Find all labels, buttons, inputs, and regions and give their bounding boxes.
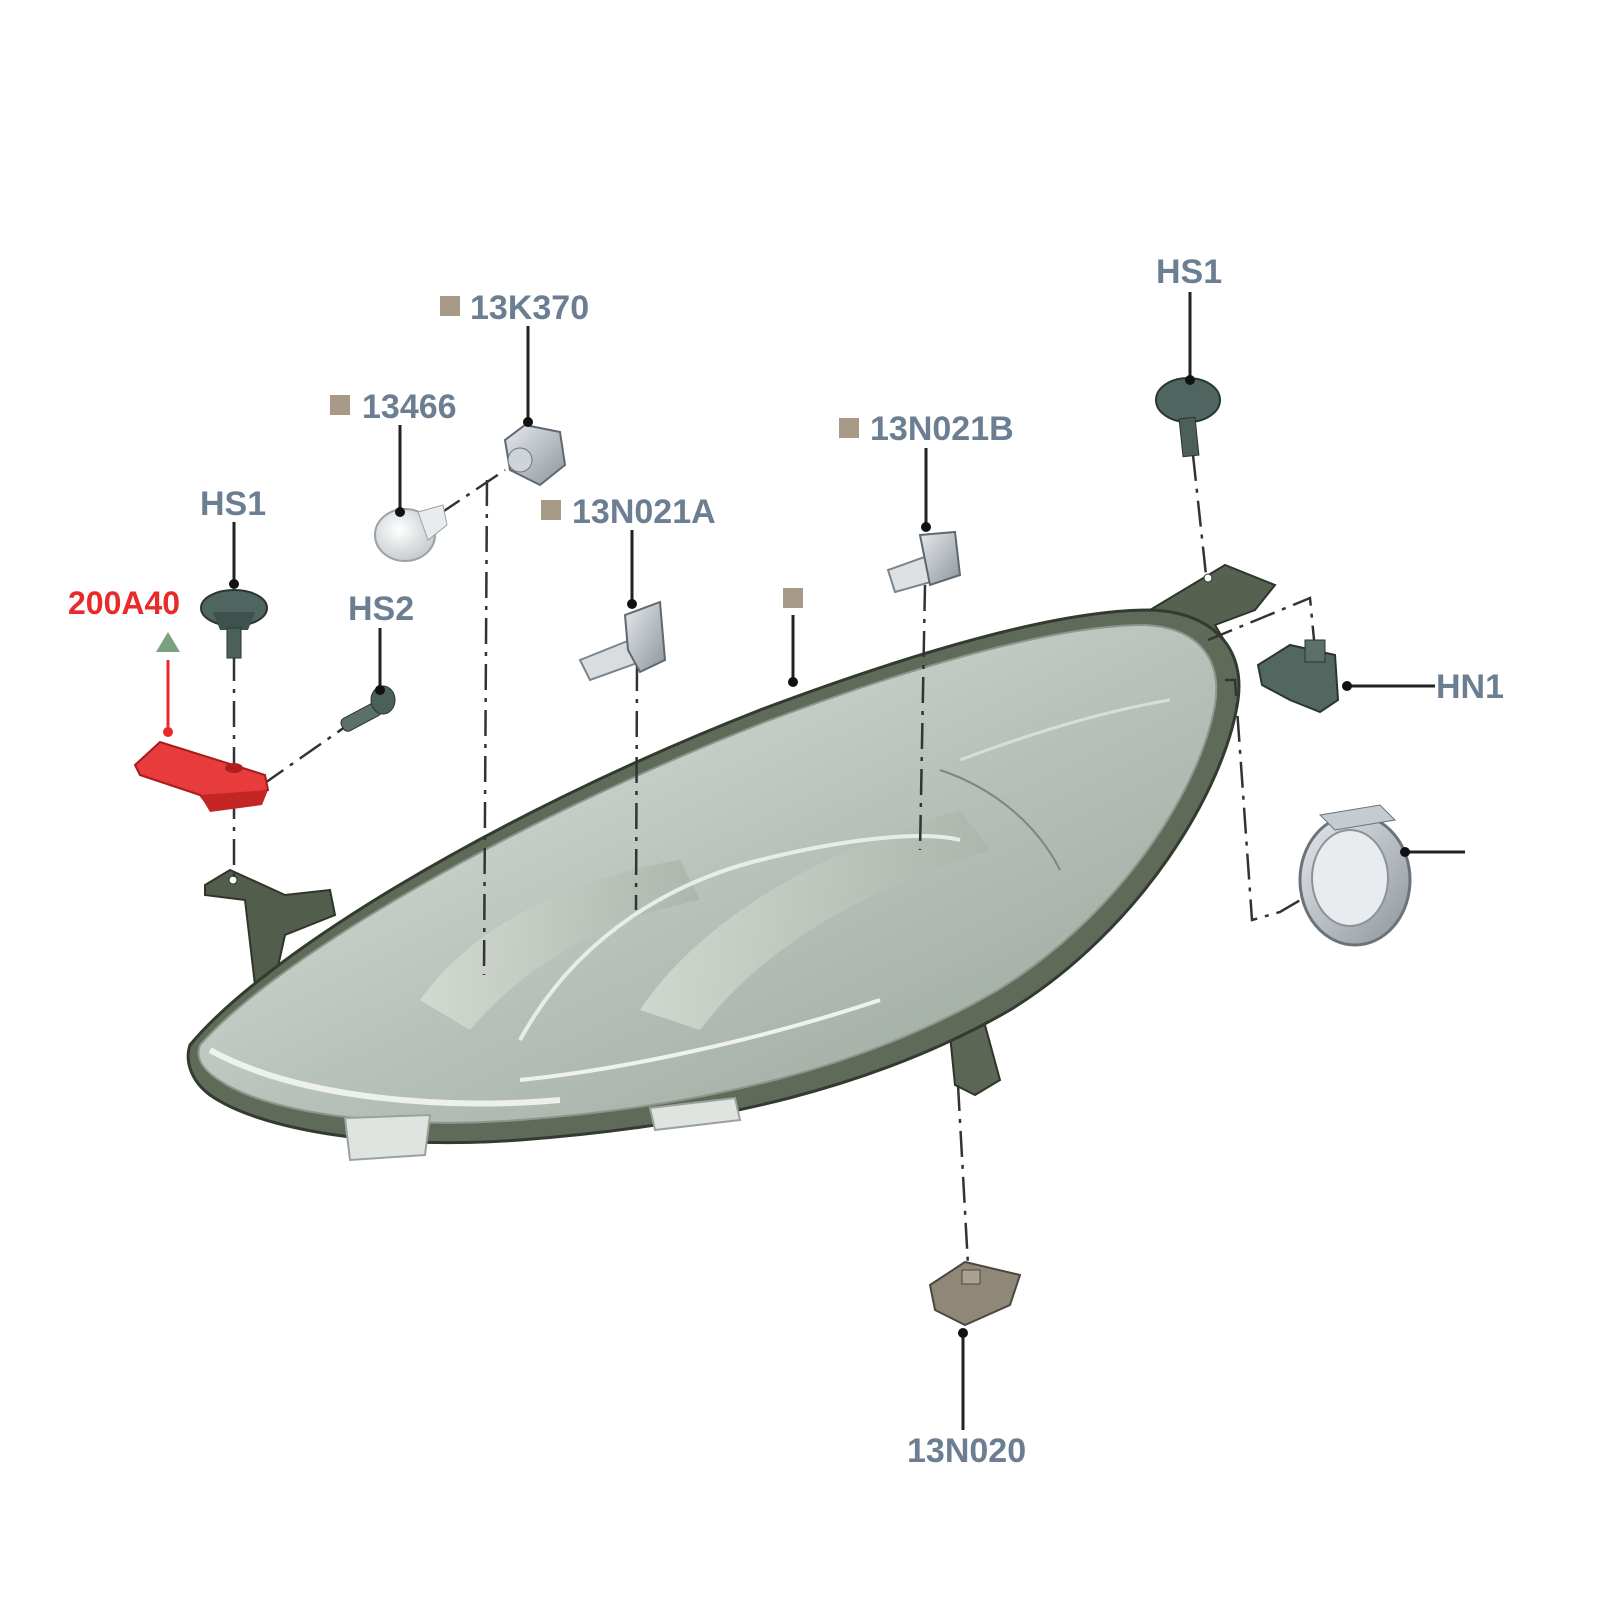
label-hn1: HN1 <box>1436 668 1504 706</box>
hs1-right-screw <box>1155 377 1221 458</box>
square-marker-icon <box>440 296 460 316</box>
label-hs2: HS2 <box>348 590 414 628</box>
leader-lines <box>163 292 1465 1430</box>
label-hs1-left: HS1 <box>200 485 266 523</box>
bracket-200a40 <box>133 740 270 812</box>
callout-labels: HS1 200A40 HS2 13466 13K370 13N021A 13N0… <box>68 253 1504 1470</box>
label-13n020: 13N020 <box>907 1432 1026 1470</box>
bulb-13466 <box>374 504 448 562</box>
label-13k370: 13K370 <box>470 289 589 327</box>
square-marker-icon <box>783 588 803 608</box>
reference-markers <box>156 296 859 652</box>
hs2-bolt <box>340 685 396 732</box>
bulb-13n021b <box>886 530 962 594</box>
square-marker-icon <box>541 500 561 520</box>
assembly-lines <box>232 454 1361 1266</box>
bulb-cover-cap <box>1298 804 1412 947</box>
headlamp-housing <box>186 563 1277 1162</box>
label-200a40: 200A40 <box>68 585 180 621</box>
bulb-13n021a <box>578 600 667 682</box>
square-marker-icon <box>330 395 350 415</box>
label-13466: 13466 <box>362 388 457 426</box>
nut-hn1 <box>1256 639 1340 714</box>
clip-13n020 <box>928 1260 1022 1327</box>
label-13n021b: 13N021B <box>870 410 1014 448</box>
hs1-left-screw <box>200 589 268 659</box>
socket-13k370 <box>503 423 567 487</box>
square-marker-icon <box>839 418 859 438</box>
label-13n021a: 13N021A <box>572 493 716 531</box>
triangle-up-icon <box>156 632 180 652</box>
label-hs1-right: HS1 <box>1156 253 1222 291</box>
